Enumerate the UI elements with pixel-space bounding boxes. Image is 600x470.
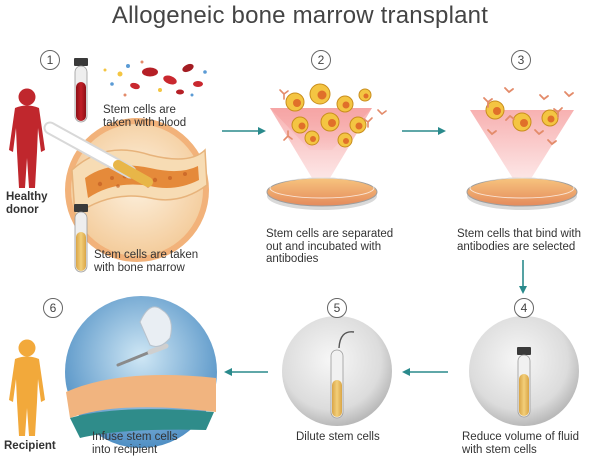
- step-number-3: 3: [511, 50, 531, 70]
- stem-cells-illustration-2: [270, 83, 387, 193]
- caption-line: antibodies are selected: [457, 240, 576, 253]
- donor-label: Healthy donor: [6, 191, 48, 217]
- donor-label-line: Healthy: [6, 191, 48, 203]
- marrow-test-tube-icon: [74, 204, 88, 273]
- step-5-caption: Dilute stem cells: [296, 431, 380, 444]
- blood-test-tube-icon: [74, 58, 88, 123]
- step-4-caption: Reduce volume of fluid with stem cells: [462, 431, 579, 456]
- step-6-caption: Infuse stem cells into recipient: [92, 431, 178, 456]
- caption-line: taken with blood: [103, 116, 187, 129]
- arrow-right-icon: [402, 127, 446, 135]
- caption-line: antibodies: [266, 253, 319, 265]
- caption-line: with bone marrow: [94, 261, 185, 274]
- step-number-2: 2: [311, 50, 331, 70]
- caption-line: Stem cells are: [103, 104, 176, 116]
- caption-line: with stem cells: [462, 443, 537, 456]
- caption-line: Stem cells are separated: [266, 228, 394, 240]
- caption-line: out and incubated with: [266, 240, 382, 253]
- donor-label-line: donor: [6, 204, 39, 216]
- recipient-label: Recipient: [4, 440, 56, 452]
- caption-line: into recipient: [92, 443, 158, 456]
- step-number-1: 1: [40, 50, 60, 70]
- petri-dish-icon-2: [266, 177, 378, 210]
- recipient-figure-icon: [9, 339, 45, 436]
- caption-line: Stem cells are taken: [94, 249, 199, 261]
- caption-line: Dilute stem cells: [296, 431, 380, 443]
- arrow-right-icon: [222, 127, 266, 135]
- caption-line: Infuse stem cells: [92, 431, 178, 443]
- diagram-title: Allogeneic bone marrow transplant: [111, 2, 489, 29]
- step-number-4: 4: [514, 298, 534, 318]
- donor-figure-icon: [9, 88, 45, 188]
- stem-cells-illustration-3: [470, 87, 574, 193]
- diluted-tube-illustration: [282, 316, 392, 426]
- petri-dish-icon-3: [466, 177, 578, 210]
- infusion-illustration: [65, 296, 217, 448]
- arrow-down-icon: [519, 260, 527, 294]
- concentrated-tube-illustration: [469, 316, 579, 426]
- bone-marrow-illustration: [43, 118, 209, 262]
- step-2-caption: Stem cells are separated out and incubat…: [266, 228, 393, 266]
- arrow-left-icon: [402, 368, 448, 376]
- step-1-marrow-caption: Stem cells are taken with bone marrow: [94, 249, 198, 274]
- step-number-6: 6: [43, 298, 63, 318]
- step-1-blood-caption: Stem cells are taken with blood: [103, 104, 186, 129]
- caption-line: Reduce volume of fluid: [462, 431, 579, 443]
- step-3-caption: Stem cells that bind with antibodies are…: [457, 228, 581, 253]
- blood-cells-illustration: [103, 60, 207, 97]
- caption-line: Stem cells that bind with: [457, 228, 582, 240]
- step-number-5: 5: [327, 298, 347, 318]
- arrow-left-icon: [224, 368, 268, 376]
